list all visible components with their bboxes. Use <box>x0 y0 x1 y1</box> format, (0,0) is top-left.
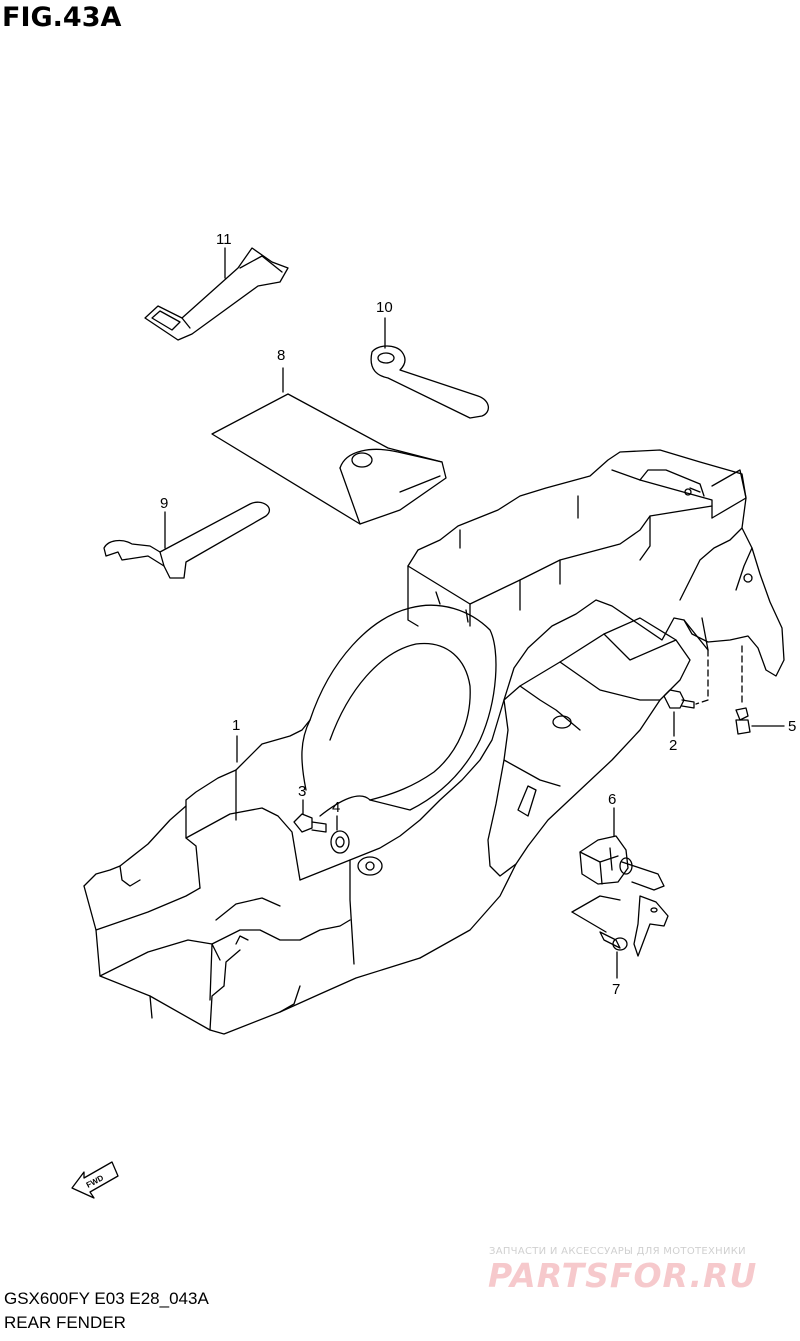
callout-2: 2 <box>669 737 677 754</box>
hidden-line-6 <box>571 895 621 913</box>
model-code: GSX600FY E03 E28_043A <box>4 1289 209 1308</box>
part-2-bolt <box>663 689 695 709</box>
callout-5: 5 <box>788 718 796 735</box>
watermark-tagline: ЗАПЧАСТИ И АКСЕССУАРЫ ДЛЯ МОТОТЕХНИКИ <box>489 1246 746 1257</box>
part-11-battery-strap <box>144 247 289 341</box>
part-10-wrench <box>370 345 489 419</box>
part-3-bolt <box>293 813 327 833</box>
hidden-line-2 <box>695 649 709 705</box>
assembly-name: REAR FENDER <box>4 1313 126 1332</box>
callout-4: 4 <box>332 799 340 816</box>
part-8-tool-bag <box>211 393 447 525</box>
figure-title: FIG.43A <box>2 2 122 33</box>
callout-7: 7 <box>612 981 620 998</box>
watermark-logo: PARTSFOR.RU <box>488 1256 758 1295</box>
part-6-seat-lock <box>579 835 669 957</box>
part-4-washer <box>330 830 350 854</box>
leader-line-7 <box>571 911 607 933</box>
callout-10: 10 <box>376 299 393 316</box>
part-9-spanner <box>103 501 271 579</box>
part-5-bolt <box>735 707 751 735</box>
callout-6: 6 <box>608 791 616 808</box>
fwd-arrow-icon: FWD <box>71 1161 119 1199</box>
callout-8: 8 <box>277 347 285 364</box>
part-1-rear-fender <box>83 449 785 1035</box>
callout-9: 9 <box>160 495 168 512</box>
part-7-screw <box>599 931 628 951</box>
callout-3: 3 <box>298 783 306 800</box>
callout-11: 11 <box>216 231 232 248</box>
callout-1: 1 <box>232 717 240 734</box>
